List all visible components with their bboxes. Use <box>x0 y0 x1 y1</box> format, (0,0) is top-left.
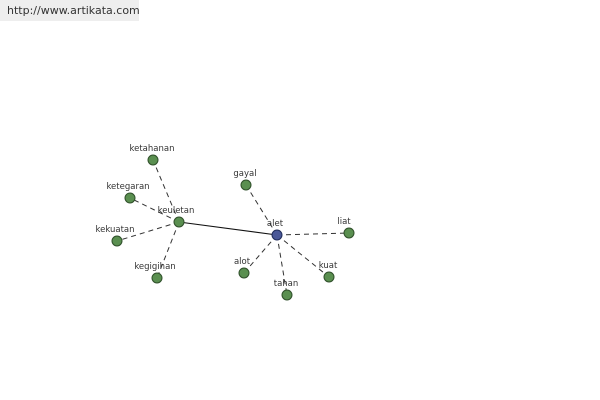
node-gayal[interactable]: gayal <box>233 169 257 191</box>
node-circle-kuat[interactable] <box>323 271 335 283</box>
nodes-layer: alet keuletan ketahanan ketegaran kekuatan ke… <box>95 144 355 301</box>
node-label-keuletan: keuletan <box>158 206 195 216</box>
node-circle-gayal[interactable] <box>240 179 252 191</box>
node-kuat[interactable]: kuat <box>319 261 338 283</box>
node-circle-alot[interactable] <box>238 267 250 279</box>
edge-alet-gayal <box>245 184 278 236</box>
edges-layer <box>116 159 350 296</box>
node-liat[interactable]: liat <box>337 217 355 239</box>
node-label-liat: liat <box>337 217 351 227</box>
edge-keuletan-ketegaran <box>129 197 180 223</box>
node-label-tahan: tahan <box>274 279 299 289</box>
node-circle-tahan[interactable] <box>281 289 293 301</box>
node-alot[interactable]: alot <box>234 257 251 279</box>
node-label-kegigihan: kegigihan <box>134 262 175 272</box>
node-kegigihan[interactable]: kegigihan <box>134 262 176 284</box>
edge-keuletan-kekuatan <box>116 221 180 242</box>
edge-alet-alot <box>243 234 278 274</box>
node-label-ketegaran: ketegaran <box>106 182 149 192</box>
edge-keuletan-ketahanan <box>152 159 180 223</box>
node-keuletan[interactable]: keuletan <box>158 206 195 228</box>
edge-alet-tahan <box>276 234 288 296</box>
node-label-kekuatan: kekuatan <box>95 225 134 235</box>
node-circle-kekuatan[interactable] <box>111 235 123 247</box>
node-tahan[interactable]: tahan <box>274 279 299 301</box>
node-circle-kegigihan[interactable] <box>151 272 163 284</box>
edge-keuletan-kegigihan <box>156 221 180 279</box>
node-circle-alet[interactable] <box>271 229 283 241</box>
node-ketahanan[interactable]: ketahanan <box>130 144 175 166</box>
edge-alet-keuletan <box>178 221 278 236</box>
node-label-kuat: kuat <box>319 261 338 271</box>
node-label-alet: alet <box>267 219 284 229</box>
node-ketegaran[interactable]: ketegaran <box>106 182 150 204</box>
node-label-gayal: gayal <box>233 169 256 179</box>
node-alet[interactable]: alet <box>267 219 284 241</box>
node-circle-ketahanan[interactable] <box>147 154 159 166</box>
node-circle-keuletan[interactable] <box>173 216 185 228</box>
node-label-ketahanan: ketahanan <box>130 144 175 154</box>
source-url-banner[interactable]: http://www.artikata.com <box>0 0 140 21</box>
edge-alet-liat <box>276 232 350 236</box>
edge-alet-kuat <box>276 234 330 278</box>
node-circle-ketegaran[interactable] <box>124 192 136 204</box>
node-circle-liat[interactable] <box>343 227 355 239</box>
node-kekuatan[interactable]: kekuatan <box>95 225 135 247</box>
node-label-alot: alot <box>234 257 251 267</box>
